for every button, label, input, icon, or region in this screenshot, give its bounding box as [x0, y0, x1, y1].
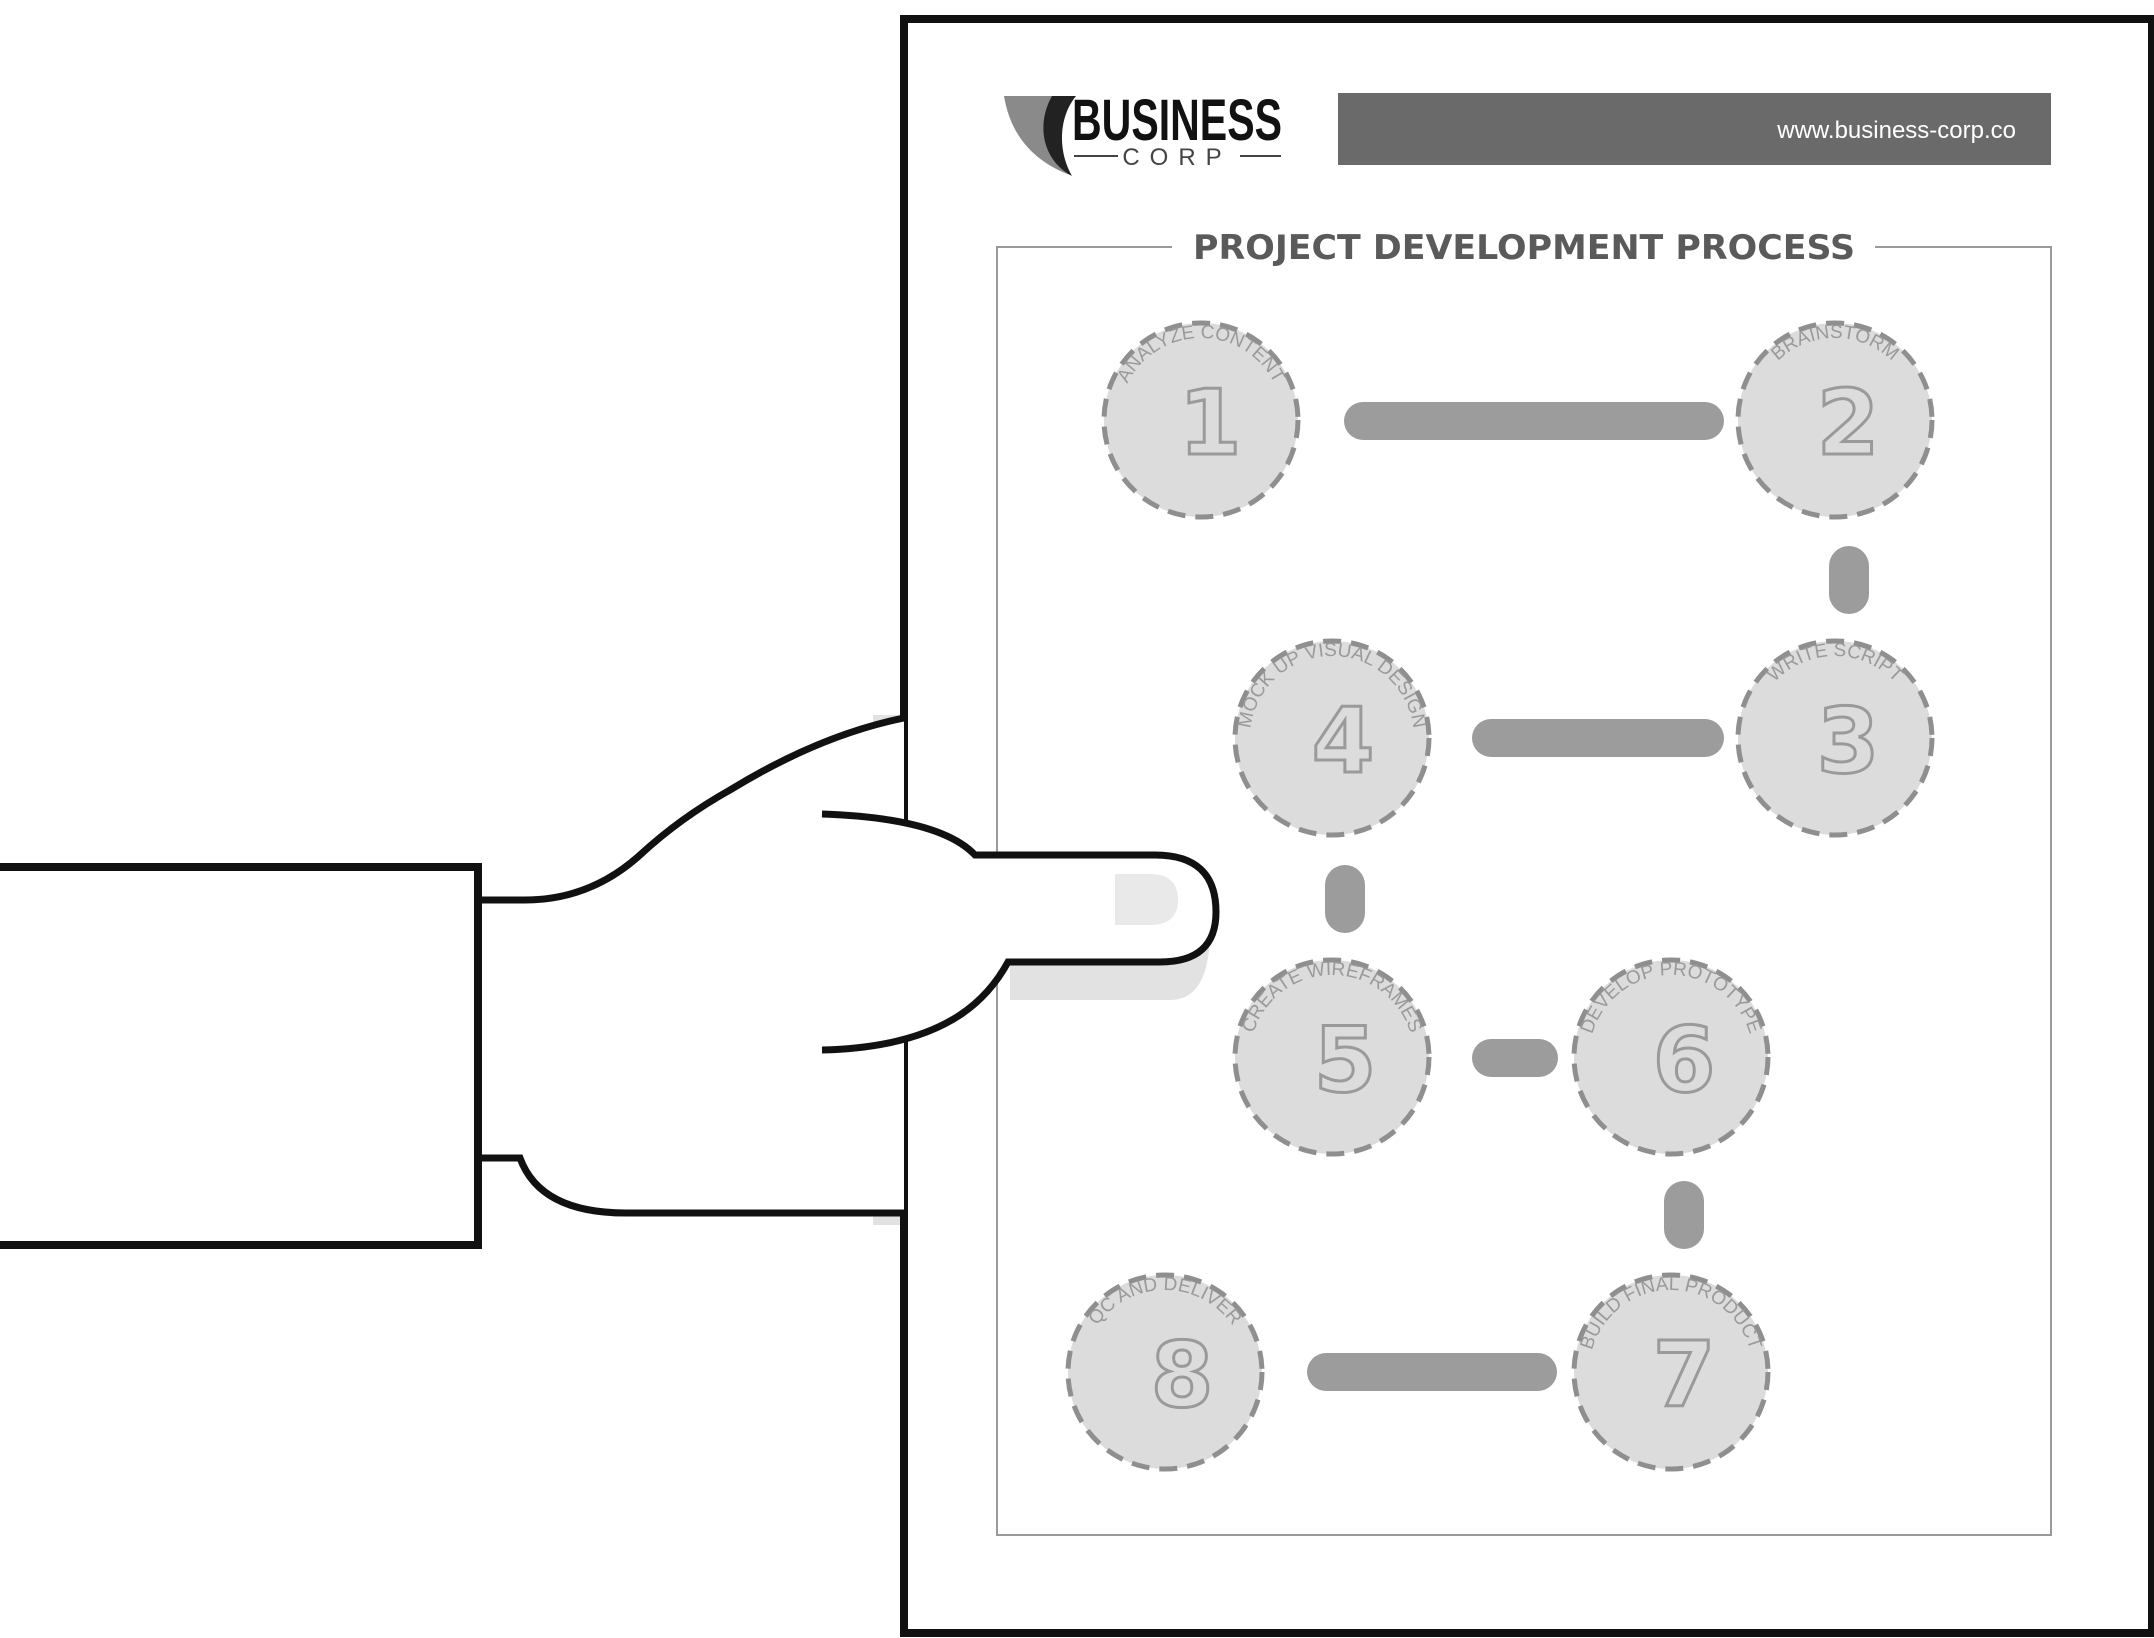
- step-3: WRITE SCRIPT 3: [1735, 638, 1935, 838]
- step-1: ANALYZE CONTENT 1: [1101, 320, 1301, 520]
- step-number: 6: [1653, 1008, 1716, 1113]
- step-circle: [1232, 638, 1432, 838]
- brand-sub: CORP: [1122, 144, 1231, 171]
- thumb-outline: [821, 810, 1220, 1054]
- step-2: BRAINSTORM 2: [1735, 320, 1935, 520]
- step-number: 8: [1151, 1323, 1214, 1428]
- connector-6-7: [1664, 1181, 1704, 1249]
- step-7: BUILD FINAL PRODUCT 7: [1571, 1272, 1771, 1472]
- hand-lower-outline: [480, 1154, 904, 1217]
- connector-3-4: [1472, 719, 1724, 757]
- header-bar: [1338, 93, 2051, 165]
- website-url: www.business-corp.co: [1776, 117, 2016, 144]
- sleeve: [0, 863, 482, 1249]
- connector-7-8: [1307, 1353, 1557, 1391]
- step-circle: [1065, 1272, 1265, 1472]
- step-8: QC AND DELIVER 8: [1065, 1272, 1265, 1472]
- hand-icon: [480, 714, 1220, 1217]
- step-number: 2: [1817, 371, 1880, 476]
- connector-4-5: [1325, 865, 1365, 933]
- step-circle: [1735, 638, 1935, 838]
- step-4: MOCK UP VISUAL DESIGN 4: [1232, 638, 1432, 838]
- connectors: [1307, 402, 1869, 1391]
- brand-name: BUSINESS: [1072, 88, 1282, 153]
- connector-1-2: [1344, 402, 1724, 440]
- step-number: 5: [1314, 1008, 1377, 1113]
- content-frame: [996, 246, 2052, 1536]
- step-number: 3: [1817, 689, 1880, 794]
- step-number: 4: [1312, 689, 1375, 794]
- step-circle: [1571, 957, 1771, 1157]
- connector-5-6: [1472, 1039, 1558, 1077]
- logo-swoosh-dark-icon: [1043, 96, 1076, 176]
- step-5: CREATE WIREFRAMES 5: [1232, 957, 1432, 1157]
- thumbnail: [1115, 874, 1178, 925]
- step-circle: [1571, 1272, 1771, 1472]
- step-circle: [1735, 320, 1935, 520]
- hand-outline: [480, 714, 905, 904]
- business-corp-logo: BUSINESS CORP: [1004, 88, 1282, 176]
- step-number: 7: [1653, 1323, 1716, 1428]
- step-circle: [1101, 320, 1301, 520]
- step-number: 1: [1179, 371, 1242, 476]
- step-circle: [1232, 957, 1432, 1157]
- connector-2-3: [1829, 546, 1869, 614]
- step-6: DEVELOP PROTOTYPE 6: [1571, 957, 1771, 1157]
- hand-body: [480, 718, 904, 1213]
- diagram-title: PROJECT DEVELOPMENT PROCESS: [1193, 228, 1855, 268]
